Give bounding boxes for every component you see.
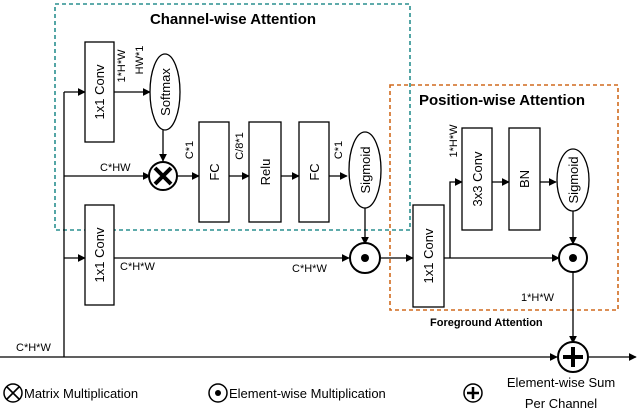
dim-label-1hw-a: 1*H*W [116,49,128,83]
bn-label: BN [517,170,532,188]
channel-wise-title: Channel-wise Attention [150,11,316,28]
dim-label-hw1: HW*1 [134,46,146,75]
sigmoid2-label: Sigmoid [566,157,581,204]
dim-label-1hw-c: 1*H*W [521,292,555,304]
sigmoid2-block: Sigmoid [556,148,590,212]
relu-block: Relu [248,121,282,223]
dim-label-1hw-b: 1*H*W [448,124,460,158]
conv1-block: 1x1 Conv [84,41,115,143]
position-wise-title: Position-wise Attention [419,92,585,109]
legend: Matrix Multiplication Element-wise Multi… [3,375,615,411]
fc1-label: FC [207,163,222,180]
legend-sum-label-line1: Element-wise Sum [507,375,615,390]
dim-label-c1-a: C*1 [184,141,196,159]
fc2-label: FC [307,163,322,180]
position-wise-attention-region [389,84,619,311]
dim-label-c8: C/8*1 [234,132,246,160]
legend-sum-icon [463,383,483,403]
elementwise-sum-operator-icon [557,341,589,373]
connectors [0,88,637,361]
channel-wise-attention-region [54,3,411,231]
conv2-label: 1x1 Conv [92,227,107,282]
legend-elemmul-icon [208,383,228,403]
dim-label-chw-top: C*HW [100,162,131,174]
dim-label-chw-mul: C*H*W [292,263,327,275]
elementwise-mul-operator-icon [349,242,381,274]
foreground-attention-label: Foreground Attention [430,317,543,329]
dim-label-c1-b: C*1 [333,141,345,159]
bn-block: BN [508,127,541,231]
softmax-block: Softmax [149,53,181,131]
conv3-label: 1x1 Conv [421,228,436,283]
legend-matmul-icon [3,383,23,403]
softmax-label: Softmax [158,68,173,116]
legend-matmul-label: Matrix Multiplication [24,386,138,401]
dim-label-chw-in: C*H*W [16,342,51,354]
legend-elemmul-label: Element-wise Multiplication [229,386,386,401]
fc1-block: FC [198,121,230,223]
legend-sum-label-line2: Per Channel [525,396,597,411]
relu-label: Relu [258,159,273,186]
dim-label-chw-mid: C*H*W [120,261,155,273]
elementwise-mul-operator-2-icon [558,243,588,273]
conv2-block: 1x1 Conv [84,204,115,306]
conv33-label: 3x3 Conv [470,151,485,206]
matmul-operator-icon [148,161,178,191]
conv1-label: 1x1 Conv [92,64,107,119]
conv3-block: 1x1 Conv [412,204,445,308]
conv33-block: 3x3 Conv [461,127,493,231]
fc2-block: FC [298,121,330,223]
sigmoid1-label: Sigmoid [358,147,373,194]
sigmoid1-block: Sigmoid [348,131,382,209]
